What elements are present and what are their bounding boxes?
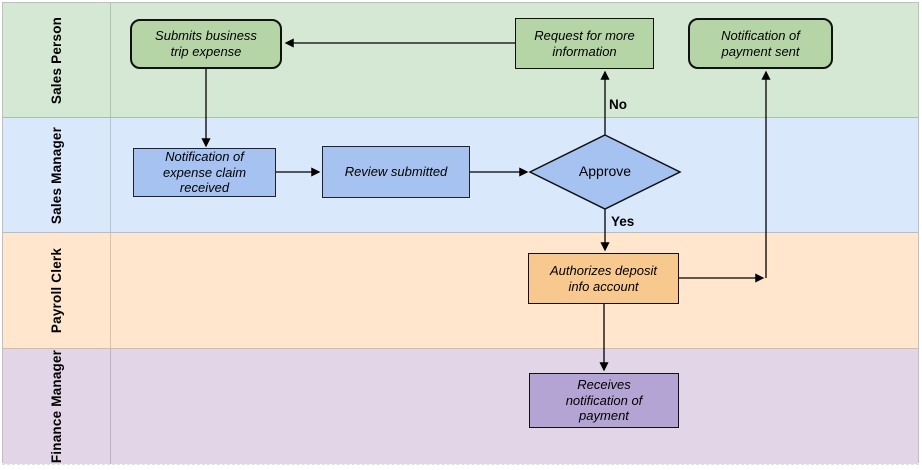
node-receives-notification-of-payment: Receives notification of payment — [529, 373, 679, 428]
node-notification-payment-sent: Notification of payment sent — [688, 18, 833, 69]
branch-label-yes: Yes — [611, 214, 635, 229]
lane-header-sales-person: Sales Person — [3, 3, 111, 117]
lane-label: Finance Manager — [49, 349, 64, 464]
lane-header-finance-manager: Finance Manager — [3, 349, 111, 464]
node-request-more-information: Request for more information — [515, 18, 654, 69]
node-authorizes-deposit-info-account: Authorizes deposit info account — [528, 253, 679, 304]
swimlane-pool: Sales Person Sales Manager Payroll Clerk… — [2, 2, 919, 464]
node-review-submitted: Review submitted — [322, 146, 470, 198]
branch-label-no: No — [609, 97, 627, 112]
lane-header-payroll-clerk: Payroll Clerk — [3, 233, 111, 348]
lane-finance-manager: Finance Manager — [3, 349, 918, 464]
page-break-dashes — [2, 464, 919, 465]
lane-label: Payroll Clerk — [49, 247, 64, 334]
lane-header-sales-manager: Sales Manager — [3, 118, 111, 232]
lane-label: Sales Manager — [49, 126, 64, 224]
approve-decision-label: Approve — [578, 163, 632, 179]
node-notification-expense-claim-received: Notification of expense claim received — [133, 148, 276, 197]
node-submits-business-trip-expense: Submits business trip expense — [130, 19, 282, 69]
lane-label: Sales Person — [48, 16, 64, 104]
lane-payroll-clerk: Payroll Clerk — [3, 233, 918, 349]
